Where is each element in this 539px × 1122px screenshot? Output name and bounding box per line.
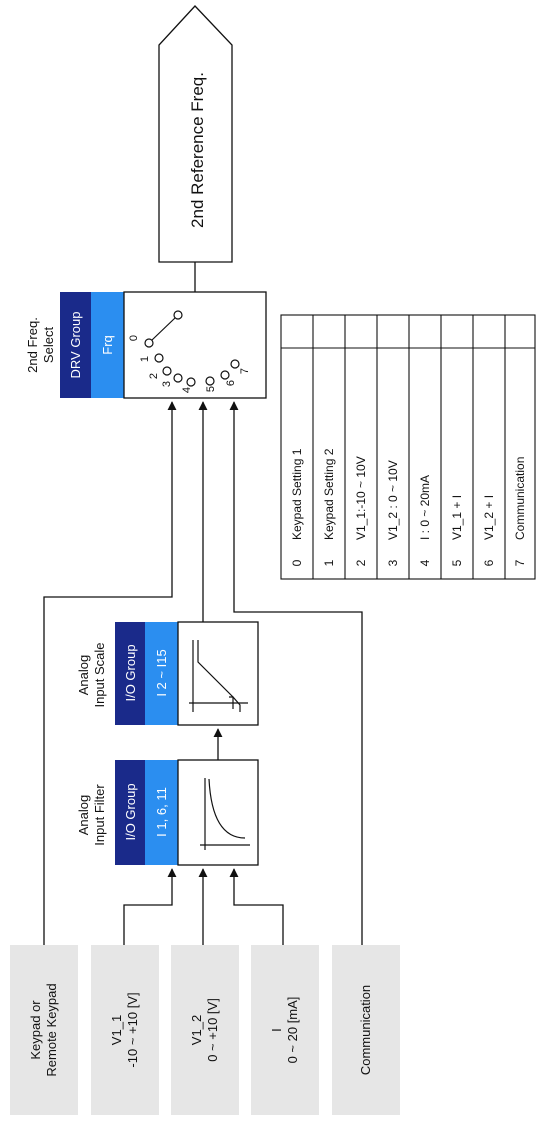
table-desc: Keypad Setting 1 [290,448,304,540]
input-line2: 0 ~ 20 [mA] [285,997,300,1064]
scale-param-label: I 2 ~ I15 [154,649,169,696]
table-desc: V1_2 + I [482,495,496,540]
freq-select-block: 2nd Freq. Select DRV Group Frq 0 1 2 3 4… [25,291,267,399]
table-desc: V1_1:-10 ~ 10V [354,456,368,540]
table-desc: Communication [513,457,527,540]
input-line1: I [269,1028,284,1032]
position-label-3: 3 [161,381,173,387]
output-label: 2nd Reference Freq. [188,72,207,228]
switch-contact-2 [162,366,172,376]
input-line1: V1_2 [189,1015,204,1045]
input-box [91,945,159,1115]
table-code: 7 [513,559,527,566]
position-label-1: 1 [139,356,151,362]
position-label-0: 0 [128,335,140,341]
input-line2: 0 ~ +10 [V] [205,998,220,1062]
table-desc: Keypad Setting 2 [322,448,336,540]
select-title-line1: 2nd Freq. [25,317,40,373]
select-group-bar [60,292,91,398]
analog-input-filter-block: Analog Input Filter I/O Group I 1, 6, 11 [76,759,259,866]
selection-table: 0 Keypad Setting 1 1 Keypad Setting 2 2 … [280,314,536,580]
select-param-label: Frq [100,335,115,355]
select-title-line2: Select [41,327,56,364]
table-row: 5 V1_1 + I [450,495,464,566]
input-keypad: Keypad or Remote Keypad [10,945,78,1115]
input-current: I 0 ~ 20 [mA] [251,945,319,1115]
input-line2: -10 ~ +10 [V] [125,992,140,1067]
table-row: 4 I : 0 ~ 20mA [418,475,432,566]
switch-contact-7 [230,359,240,369]
scale-title-line1: Analog [76,655,91,695]
filter-title-line2: Input Filter [92,784,107,846]
scale-graph-box [177,621,259,726]
table-row: 3 V1_2 : 0 ~ 10V [386,460,400,566]
position-label-4: 4 [181,387,193,393]
input-box [332,945,400,1115]
filter-group-label: I/O Group [123,783,138,840]
switch-pivot [173,310,183,320]
table-row: 0 Keypad Setting 1 [290,448,304,566]
input-line1: V1_1 [109,1015,124,1045]
selector-switch-icon: 0 1 2 3 4 5 6 7 [128,310,251,393]
scale-curve-icon [189,640,248,712]
position-label-6: 6 [225,380,237,386]
table-row: 6 V1_2 + I [482,495,496,566]
position-label-7: 7 [239,368,251,374]
filter-param-bar [145,760,178,865]
switch-contact-0 [144,338,154,348]
table-desc: V1_2 : 0 ~ 10V [386,460,400,540]
switch-contact-1 [154,353,164,363]
select-param-bar [91,292,124,398]
input-v1-1: V1_1 -10 ~ +10 [V] [91,945,159,1115]
filter-graph-box [177,759,259,866]
input-v1-2: V1_2 0 ~ +10 [V] [171,945,239,1115]
table-code: 2 [354,559,368,566]
table-code: 0 [290,559,304,566]
table-desc: V1_1 + I [450,495,464,540]
select-group-label: DRV Group [68,312,83,379]
table-desc: I : 0 ~ 20mA [418,475,432,540]
input-line1: Communication [358,985,373,1075]
table-row: 7 Communication [513,457,527,567]
input-box [251,945,319,1115]
scale-title-line2: Input Scale [92,642,107,707]
table-code: 6 [482,559,496,566]
table-code: 5 [450,559,464,566]
switch-contact-6 [220,370,230,380]
scale-group-bar [115,622,145,725]
table-row: 2 V1_1:-10 ~ 10V [354,456,368,566]
position-label-2: 2 [148,373,160,379]
output-arrow-shape [158,5,233,263]
input-communication: Communication [332,945,400,1115]
scale-group-label: I/O Group [123,644,138,701]
connection-wires [43,401,363,945]
input-line1: Keypad or [28,1000,43,1060]
switch-contact-4 [186,377,196,387]
input-line2: Remote Keypad [44,983,59,1076]
output-reference-arrow: 2nd Reference Freq. [158,5,233,292]
input-box [171,945,239,1115]
filter-param-label: I 1, 6, 11 [154,787,169,837]
position-label-5: 5 [205,386,217,392]
table-code: 4 [418,559,432,566]
filter-group-bar [115,760,145,865]
table-code: 1 [322,559,336,566]
switch-contact-3 [173,373,183,383]
scale-param-bar [145,622,178,725]
switch-contact-5 [205,376,215,386]
analog-input-scale-block: Analog Input Scale I/O Group I 2 ~ I15 [76,621,259,726]
input-box [10,945,78,1115]
filter-curve-icon [200,778,250,850]
filter-title-line1: Analog [76,795,91,835]
table-code: 3 [386,559,400,566]
table-row: 1 Keypad Setting 2 [322,448,336,566]
